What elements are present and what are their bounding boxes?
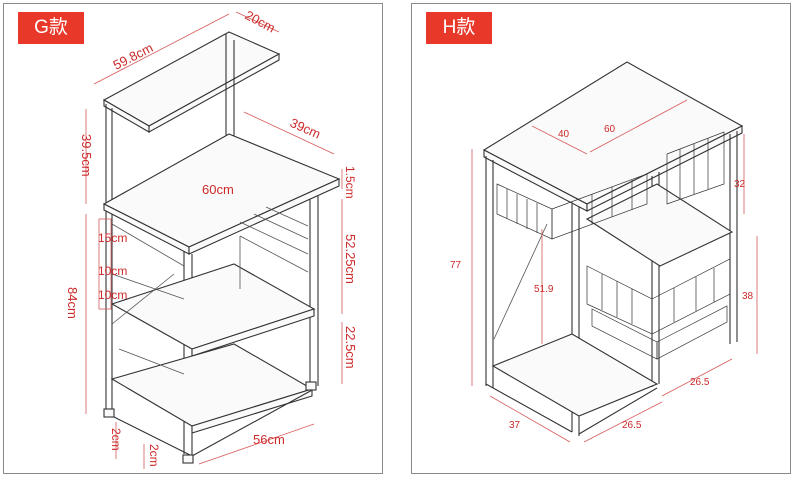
- badge-h: H款: [426, 12, 492, 44]
- top-shelf: [102, 31, 281, 133]
- g-lower-gap: 22.5cm: [343, 326, 358, 369]
- g-foot-b: 2cm: [147, 444, 161, 467]
- g-top-depth: 20cm: [243, 7, 278, 35]
- rack-g-drawing: 20cm 59.8cm 39.5cm 39cm 60cm 1.5cm 52.25…: [65, 7, 358, 469]
- g-rail-b: 10cm: [98, 264, 127, 278]
- h-brace: [493, 223, 548, 340]
- g-rail-a: 15cm: [98, 231, 127, 245]
- g-rail-c: 10cm: [98, 288, 127, 302]
- h-bottom-depth: 37: [509, 420, 521, 431]
- h-bottom-shelf: [485, 333, 659, 435]
- h-top-board: [482, 61, 744, 212]
- panel-h: H款: [411, 3, 791, 474]
- badge-g: G款: [18, 12, 84, 44]
- h-right-top: 32: [734, 179, 746, 190]
- dimension-lines-h: [471, 99, 758, 443]
- middle-shelf: [102, 133, 341, 255]
- g-gap-small: 1.5cm: [343, 166, 357, 199]
- g-bottom-width: 56cm: [253, 432, 285, 447]
- rack-h-drawing: 40 60 32 77 51.9 38 26.5 37 26.5: [450, 61, 758, 443]
- panel-g: G款: [3, 3, 383, 474]
- g-foot-a: 2cm: [109, 428, 123, 451]
- side-rails: [111, 206, 309, 375]
- h-total-height: 77: [450, 260, 462, 271]
- g-mid-depth: 39cm: [288, 115, 323, 142]
- feet: [103, 381, 317, 464]
- dimension-lines-g: [85, 11, 343, 469]
- h-right-depth: 26.5: [690, 377, 710, 388]
- h-uprights: [485, 131, 738, 436]
- third-shelf: [110, 263, 316, 357]
- h-top-depth: 40: [558, 129, 570, 140]
- g-lower-height: 84cm: [65, 287, 80, 319]
- g-side-height: 52.25cm: [343, 234, 358, 284]
- g-mid-width: 60cm: [202, 182, 234, 197]
- h-baskets: [496, 131, 731, 360]
- g-top-width: 59.8cm: [111, 40, 156, 73]
- h-bottom-width: 26.5: [622, 420, 642, 431]
- h-middle-shelf: [585, 183, 734, 267]
- h-right-height: 38: [742, 291, 754, 302]
- g-upper-height: 39.5cm: [79, 134, 94, 177]
- h-inner-height: 51.9: [534, 284, 554, 295]
- h-top-width: 60: [604, 124, 616, 135]
